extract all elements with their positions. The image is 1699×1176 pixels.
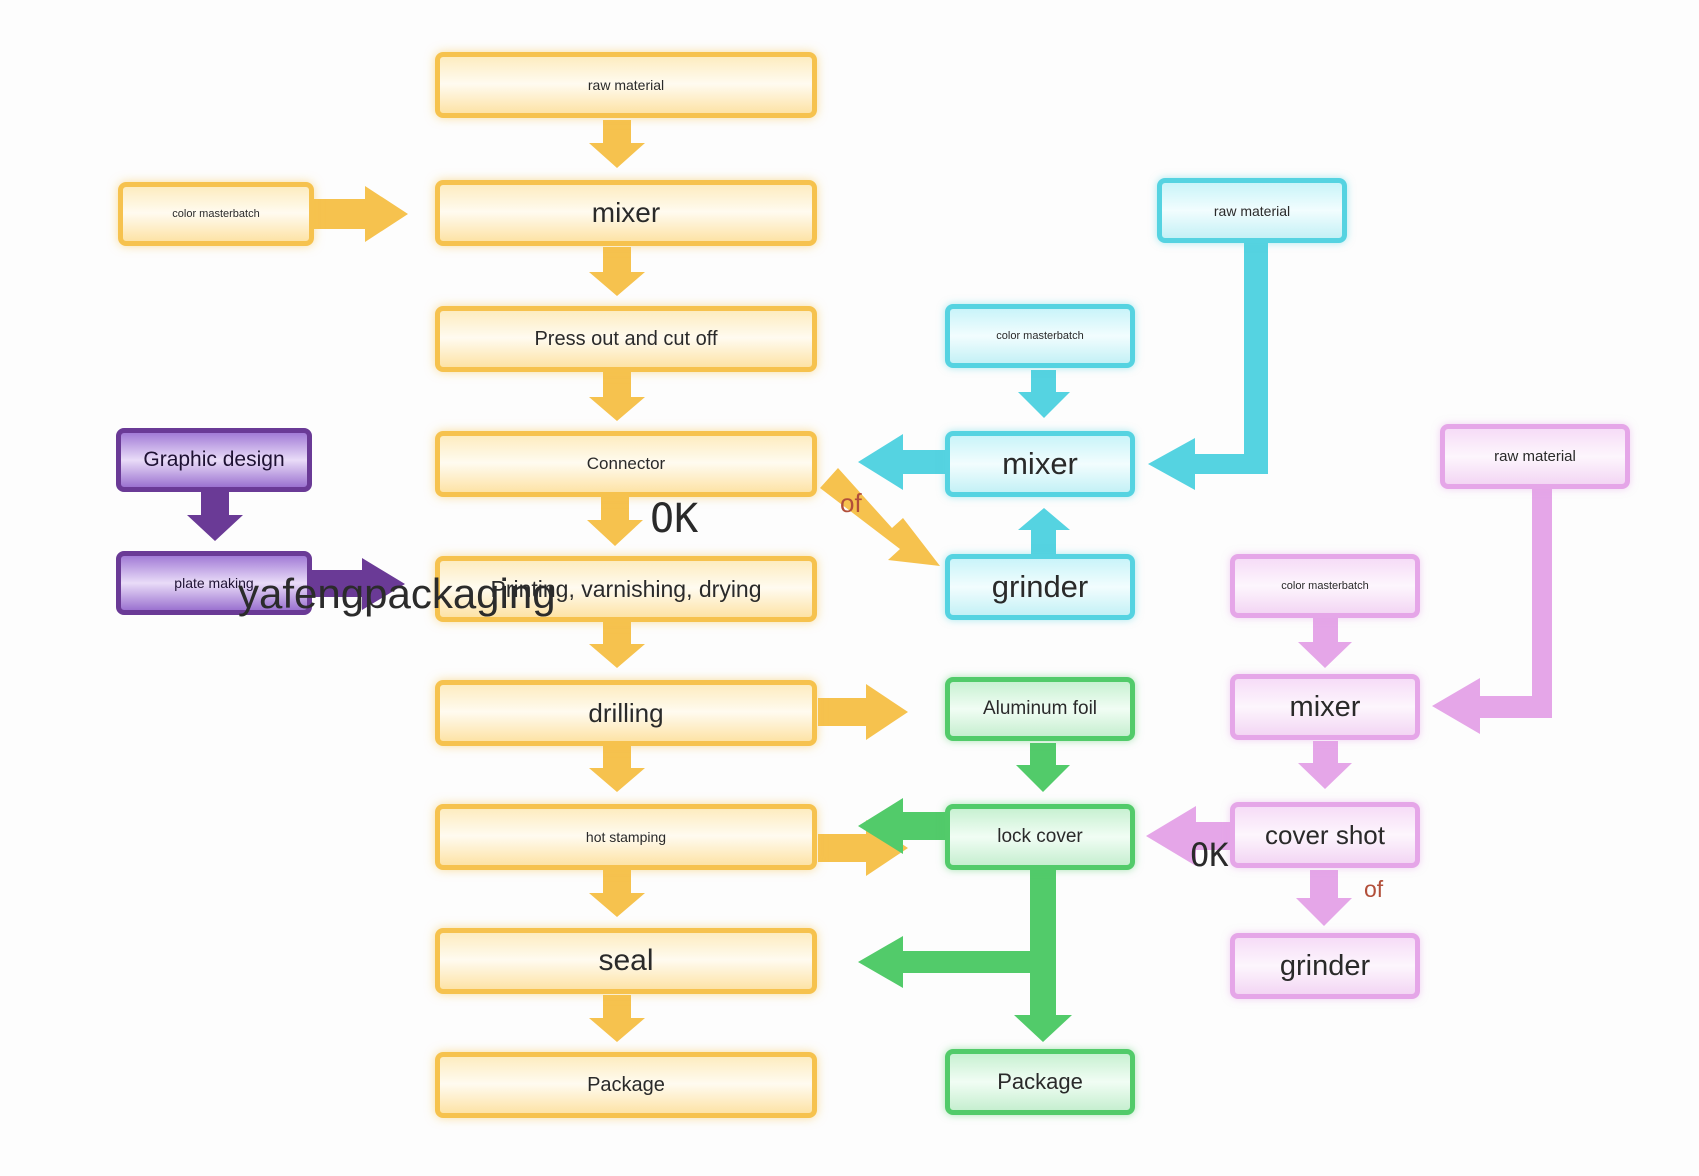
label-of-main: of [840,488,862,518]
node-pink-grinder: grinder [1230,933,1420,999]
arrow-pink-mixer-to-cover [1298,741,1352,789]
node-green-package: Package [945,1049,1135,1115]
node-package-label: Package [587,1073,665,1096]
arrow-aluminum-to-lock [1016,743,1070,792]
node-pink-color-masterbatch-label: color masterbatch [1281,580,1369,592]
node-raw-material-label: raw material [587,77,665,93]
arrow-hot-to-seal [589,870,645,917]
node-hot-stamping-label: hot stamping [585,829,667,845]
node-aluminum-foil: Aluminum foil [945,677,1135,741]
arrow-plate-to-printing [310,558,405,610]
node-printing: Printing, varnishing, drying [435,556,817,622]
node-plate-making: plate making [116,551,312,615]
node-graphic-design: Graphic design [116,428,312,492]
node-pink-raw-material-label: raw material [1494,448,1576,465]
arrow-cyan-grinder-to-mixer [1018,508,1070,554]
arrow-pink-raw-to-mixer [1432,489,1552,734]
node-color-masterbatch-label: color masterbatch [172,208,260,220]
arrow-cyan-raw-to-mixer [1148,243,1268,490]
node-aluminum-foil-label: Aluminum foil [982,698,1098,719]
arrow-cyan-mixer-to-connector [858,434,952,490]
arrow-pink-cover-to-lock [1146,806,1232,866]
watermark-text: yafengpackaging [238,570,556,617]
node-cyan-grinder-label: grinder [991,569,1089,604]
node-cover-shot: cover shot [1230,802,1420,868]
node-press-out: Press out and cut off [435,306,817,372]
node-package: Package [435,1052,817,1118]
node-lock-cover-label: lock cover [997,826,1083,847]
label-ok-pink: OK [1190,836,1229,874]
node-green-package-label: Package [997,1069,1083,1094]
arrow-seal-to-package [589,995,645,1042]
arrow-graphic-to-plate [187,492,243,541]
arrow-lock-to-hot [858,798,952,854]
node-pink-color-masterbatch: color masterbatch [1230,554,1420,618]
node-cover-shot-label: cover shot [1265,819,1385,850]
arrow-printing-to-drilling [589,622,645,668]
node-connector: Connector [435,431,817,497]
node-graphic-design-label: Graphic design [143,448,285,471]
node-cyan-mixer-label: mixer [1002,446,1078,481]
node-cyan-color-masterbatch-label: color masterbatch [996,330,1084,342]
node-mixer: mixer [435,180,817,246]
arrow-connector-to-grinder [820,468,940,566]
node-printing-label: Printing, varnishing, drying [490,575,762,602]
node-drilling: drilling [435,680,817,746]
node-color-masterbatch: color masterbatch [118,182,314,246]
node-pink-mixer-label: mixer [1289,690,1361,723]
node-seal: seal [435,928,817,994]
node-cyan-color-masterbatch: color masterbatch [945,304,1135,368]
arrow-masterbatch-to-mixer [313,186,408,242]
node-drilling-label: drilling [588,697,664,728]
node-pink-grinder-label: grinder [1279,949,1371,982]
node-press-out-label: Press out and cut off [534,327,718,350]
node-pink-raw-material: raw material [1440,424,1630,489]
label-of-pink: of [1364,876,1384,902]
arrow-press-to-connector [589,372,645,421]
node-cyan-raw-material: raw material [1157,178,1347,243]
node-cyan-mixer: mixer [945,431,1135,497]
node-hot-stamping: hot stamping [435,804,817,870]
node-cyan-raw-material-label: raw material [1213,202,1291,219]
node-cyan-grinder: grinder [945,554,1135,620]
arrow-raw-to-mixer [589,120,645,168]
arrow-lock-to-package-and-seal [858,870,1072,1042]
arrow-drilling-to-aluminum [818,684,908,740]
node-pink-mixer: mixer [1230,674,1420,740]
arrow-connector-to-printing [587,497,643,546]
arrow-drilling-to-hot [589,746,645,792]
node-raw-material: raw material [435,52,817,118]
node-lock-cover: lock cover [945,804,1135,870]
node-mixer-label: mixer [591,197,661,228]
arrow-cyan-masterbatch-to-mixer [1018,370,1070,418]
arrow-pink-cover-to-grinder [1296,870,1352,926]
arrow-pink-masterbatch-to-mixer [1298,617,1352,668]
label-ok-main: OK [650,496,699,542]
node-plate-making-label: plate making [174,575,254,591]
node-connector-label: Connector [586,454,666,473]
node-seal-label: seal [598,944,654,977]
arrow-mixer-to-press [589,247,645,296]
